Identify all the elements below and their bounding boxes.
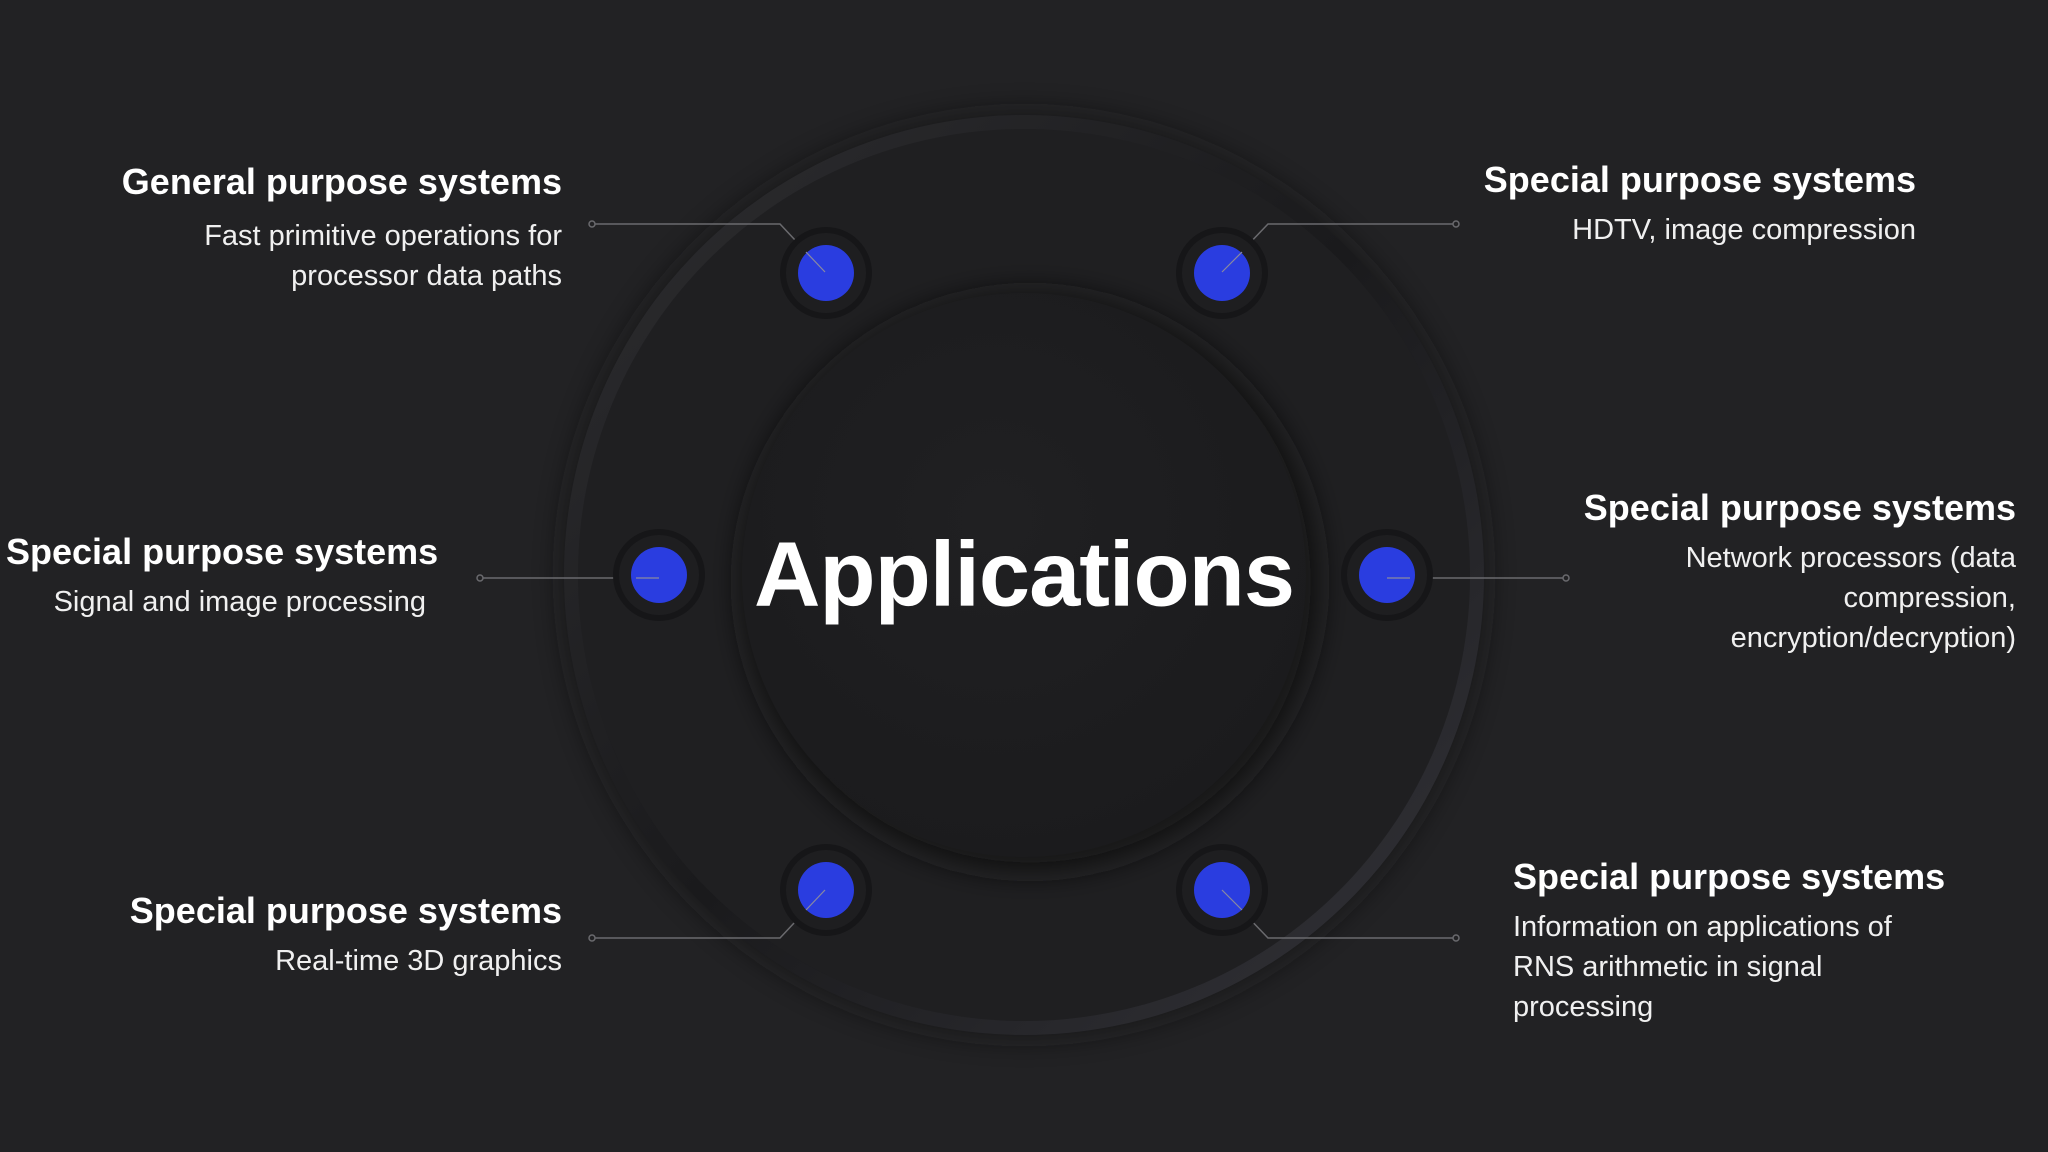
center-title: Applications — [753, 523, 1295, 626]
node-dot-left — [631, 547, 687, 603]
item-heading: General purpose systems — [121, 161, 562, 202]
item-3d-graphics: Special purpose systems Real-time 3D gra… — [2, 889, 562, 981]
node-left — [613, 529, 705, 621]
item-signal-image: Special purpose systems Signal and image… — [6, 530, 439, 622]
node-dot-top-right — [1194, 245, 1250, 301]
item-rns-info: Special purpose systems Information on a… — [1513, 855, 2033, 1027]
item-network-processors: Special purpose systems Network processo… — [1556, 486, 2016, 658]
item-heading: Special purpose systems — [1583, 487, 2016, 528]
item-description: Real-time 3D graphics — [275, 945, 562, 977]
item-heading: Special purpose systems — [129, 890, 562, 931]
item-heading: Special purpose systems — [1513, 856, 1946, 897]
item-description: Network processors (data compression, en… — [1685, 542, 2016, 654]
item-description: Signal and image processing — [53, 586, 426, 618]
item-heading: Special purpose systems — [1483, 159, 1916, 200]
item-hdtv: Special purpose systems HDTV, image comp… — [1356, 158, 1916, 250]
connector-inner-ends — [636, 251, 1410, 911]
item-heading: Special purpose systems — [6, 531, 439, 572]
node-bottom-left — [780, 844, 872, 936]
item-description: HDTV, image compression — [1572, 214, 1916, 246]
node-right — [1341, 529, 1433, 621]
node-top-right — [1176, 227, 1268, 319]
inner-circle — [742, 293, 1306, 857]
item-description: Fast primitive operations for processor … — [204, 220, 562, 292]
item-description: Information on applications of RNS arith… — [1513, 911, 1892, 1023]
item-general-purpose: General purpose systems Fast primitive o… — [2, 160, 562, 296]
node-top-left — [780, 227, 872, 319]
node-dot-right — [1359, 547, 1415, 603]
node-dot-top-left — [798, 245, 854, 301]
